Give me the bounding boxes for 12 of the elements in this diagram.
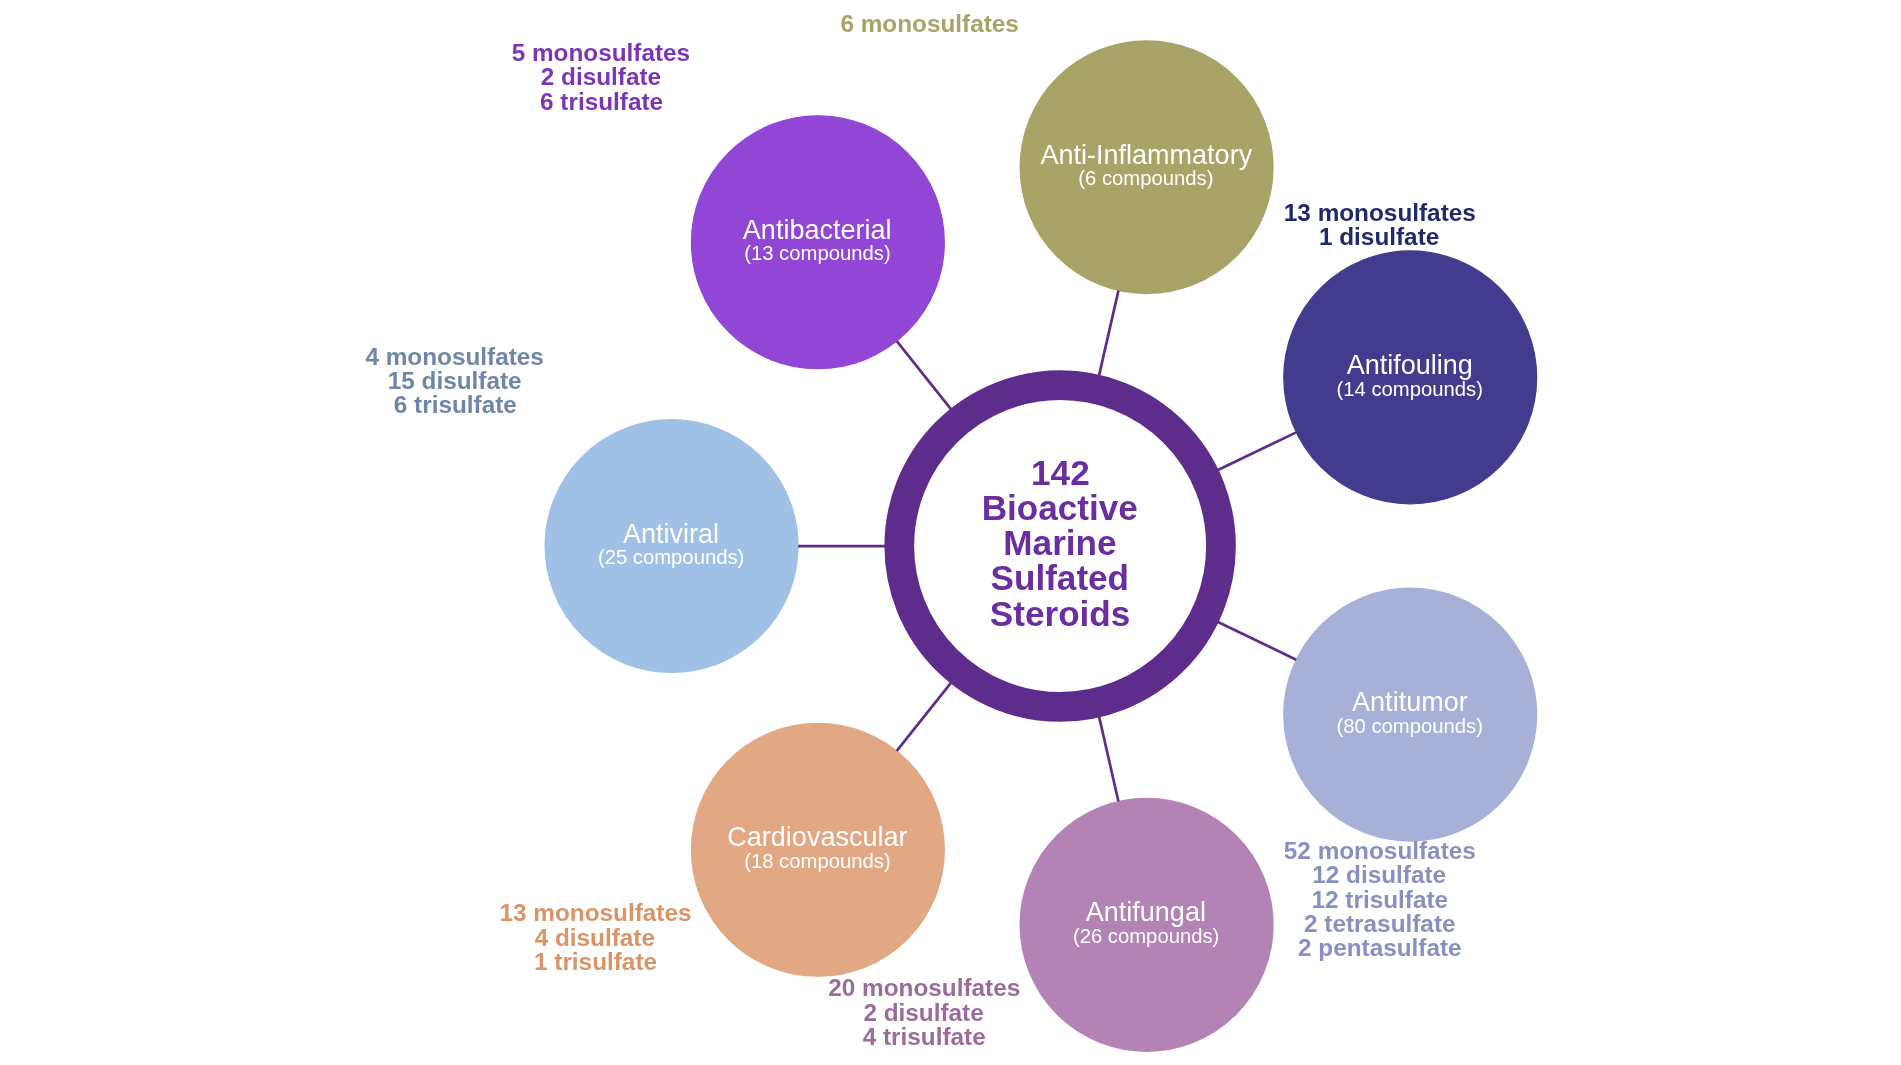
node-label: 4 trisulfate bbox=[862, 1023, 986, 1050]
node-circle: Antitumor (80 compounds) bbox=[1282, 587, 1537, 842]
node-label: 6 monosulfates bbox=[839, 9, 1019, 37]
node-circle: Anti-Inflammatory (6 compounds) bbox=[1019, 40, 1274, 295]
node-circle: Cardiovascular (18 compounds) bbox=[690, 722, 945, 977]
node-circle: Antiviral (25 compounds) bbox=[544, 418, 799, 674]
node-circle: 142 Bioactive Marine Sulfated Steroids bbox=[883, 370, 1236, 722]
node-circle: Antibacterial (13 compounds) bbox=[690, 115, 945, 370]
node-label: 4 monosulfates bbox=[364, 342, 544, 370]
node-circle: Antifungal (26 compounds) bbox=[1019, 797, 1274, 1052]
node-label: 5 monosulfates bbox=[511, 38, 690, 66]
node-circle: Antifouling (14 compounds) bbox=[1282, 250, 1537, 505]
